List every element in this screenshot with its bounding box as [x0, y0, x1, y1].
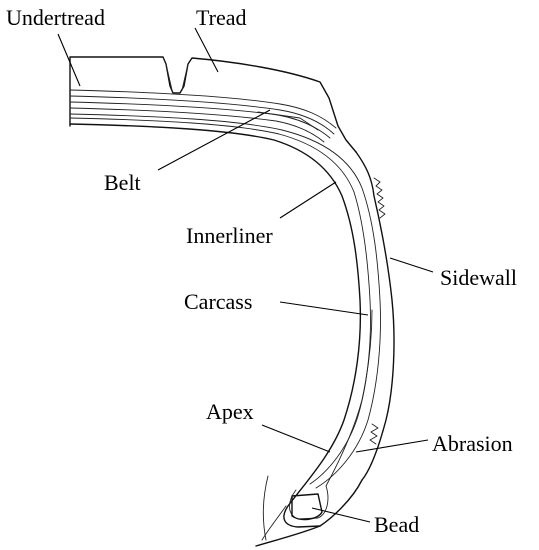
label-belt: Belt — [104, 170, 141, 195]
label-tread: Tread — [196, 5, 247, 30]
innerliner-line — [69, 123, 362, 528]
leader-carcass — [279, 301, 369, 316]
leader-apex — [261, 424, 331, 453]
bead-core — [291, 493, 323, 521]
rim-line — [262, 475, 269, 541]
leader-undertread — [57, 33, 81, 87]
label-undertread: Undertread — [6, 5, 105, 30]
carcass-turnup — [289, 485, 329, 520]
leader-sidewall — [389, 257, 434, 273]
carcass-ply-mid — [69, 117, 371, 485]
tread-outline — [69, 56, 357, 153]
label-abrasion: Abrasion — [432, 431, 513, 456]
belt-layer-1 — [69, 95, 335, 135]
label-innerliner: Innerliner — [186, 223, 273, 248]
abrasion-serration — [369, 423, 379, 445]
part-labels: Undertread Tread Belt Innerliner Sidewal… — [6, 5, 517, 537]
belt-end-cap — [257, 111, 319, 131]
leader-belt — [157, 109, 271, 171]
sidewall-outer — [355, 151, 395, 481]
label-bead: Bead — [374, 512, 419, 537]
tread-groove — [165, 63, 189, 91]
label-carcass: Carcass — [184, 289, 252, 314]
tire-geometry — [69, 56, 395, 547]
apex-region — [325, 309, 373, 487]
belt-layer-3 — [69, 107, 325, 143]
label-sidewall: Sidewall — [440, 265, 517, 290]
leader-tread — [194, 27, 219, 73]
sidewall-serration — [373, 177, 386, 219]
label-apex: Apex — [206, 399, 254, 424]
leader-innerliner — [279, 181, 337, 219]
sidewall-inner-bead-line — [261, 505, 287, 541]
carcass-ply-outer — [69, 113, 381, 489]
leader-abrasion — [355, 439, 429, 453]
abrasion-strip — [255, 479, 363, 547]
leader-bead — [311, 507, 371, 523]
undertread-band — [69, 89, 337, 129]
leader-lines — [57, 27, 434, 523]
